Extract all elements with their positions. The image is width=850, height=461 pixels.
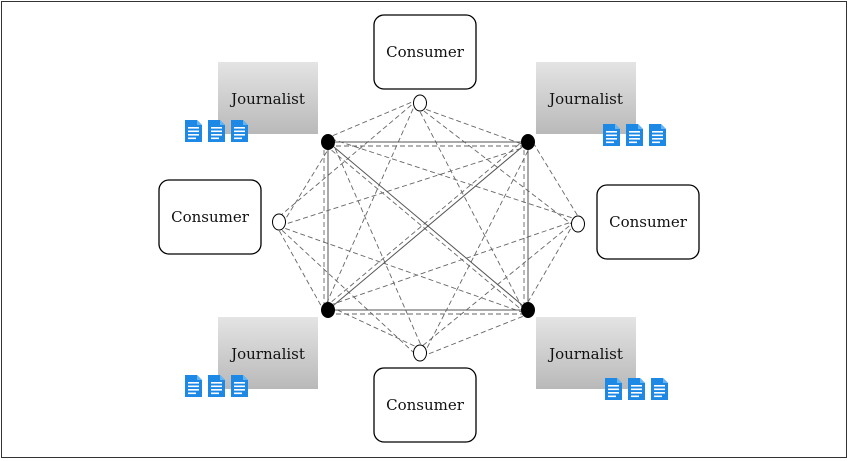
document-icon — [626, 124, 643, 146]
document-icon — [208, 120, 225, 142]
document-icon — [185, 120, 202, 142]
consumer-box — [158, 179, 262, 255]
dashed-edge — [329, 305, 422, 350]
dashed-edge — [524, 221, 575, 309]
document-icon — [605, 378, 622, 400]
consumer-node-dot — [413, 344, 427, 362]
document-stack-bottom-right — [605, 378, 668, 400]
dashed-edge — [531, 139, 582, 223]
consumer-label: Consumer — [386, 396, 465, 414]
document-icon — [603, 124, 620, 146]
consumer-node-top: Consumer — [373, 14, 477, 90]
journalist-node-dot — [521, 302, 535, 318]
document-stack-bottom-left — [185, 375, 248, 397]
document-icon — [649, 124, 666, 146]
document-icon — [231, 375, 248, 397]
dashed-edge — [276, 99, 418, 220]
dashed-edge — [323, 101, 417, 309]
document-stack-top-right — [603, 124, 666, 146]
dashed-edge — [325, 144, 526, 314]
dashed-edge — [417, 105, 576, 228]
journalist-node-dot — [521, 134, 535, 150]
network-nodes — [272, 94, 585, 362]
dashed-edge — [421, 313, 530, 358]
journalist-label: Journalist — [229, 345, 305, 363]
consumer-label: Consumer — [171, 208, 250, 226]
dashed-edge — [326, 219, 577, 307]
consumer-node-right: Consumer — [596, 184, 700, 260]
network-edges — [275, 98, 582, 358]
document-stack-top-left — [185, 120, 248, 142]
dashed-edge — [277, 225, 527, 315]
consumer-box — [596, 184, 700, 260]
consumer-node-left: Consumer — [158, 179, 262, 255]
dashed-edge — [423, 143, 532, 356]
journalist-node-dot — [321, 134, 335, 150]
consumer-node-dot — [571, 215, 585, 233]
journalist-label: Journalist — [547, 90, 623, 108]
dashed-edge — [418, 106, 527, 147]
document-icon — [651, 378, 668, 400]
journalist-box — [536, 317, 636, 389]
journalist-node-dot — [321, 302, 335, 318]
document-icon — [208, 375, 225, 397]
consumer-node-bottom: Consumer — [373, 367, 477, 443]
dashed-edge — [275, 223, 325, 313]
journalist-label: Journalist — [229, 90, 305, 108]
consumer-node-dot — [413, 94, 427, 112]
consumer-box — [373, 14, 477, 90]
solid-edge — [327, 141, 529, 311]
consumer-node-dot — [272, 213, 286, 231]
dashed-edge — [325, 138, 526, 308]
dashed-edge — [326, 98, 419, 139]
consumer-label: Consumer — [386, 43, 465, 61]
dashed-edge — [417, 220, 576, 351]
journalist-label: Journalist — [547, 345, 623, 363]
consumer-box — [373, 367, 477, 443]
document-icon — [231, 120, 248, 142]
document-icon — [185, 375, 202, 397]
dashed-edge — [275, 224, 418, 357]
consumer-label: Consumer — [609, 213, 688, 231]
journalist-box — [536, 62, 636, 134]
document-icon — [628, 378, 645, 400]
journalist-node-bottom-right: Journalist — [536, 317, 636, 389]
dashed-edge — [329, 137, 580, 221]
dashed-edge — [331, 140, 425, 352]
dashed-edge — [280, 145, 530, 227]
journalist-node-top-right: Journalist — [536, 62, 636, 134]
